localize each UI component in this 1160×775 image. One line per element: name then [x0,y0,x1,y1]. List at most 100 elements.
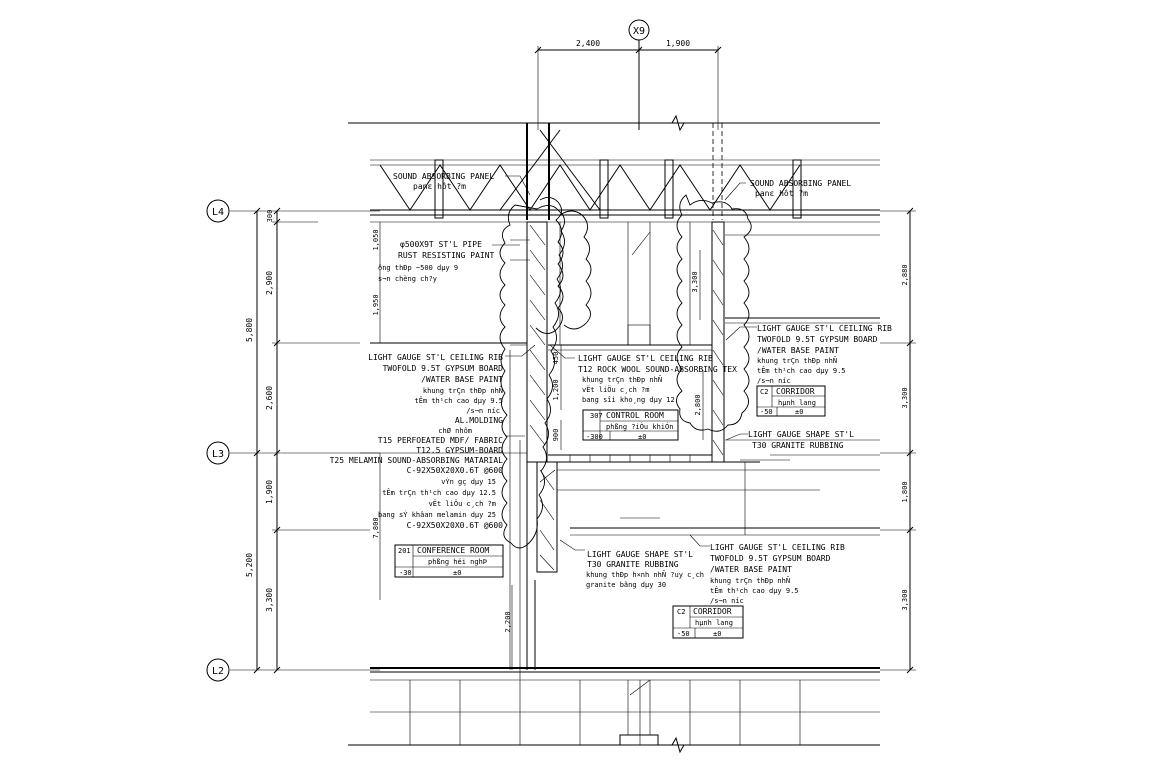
dim-5200: 5,200 [245,553,254,577]
note-line: tÊm th¹ch cao dµy 9.5 [710,586,799,595]
note-line: khung trÇn thÐp nhÑ [757,356,837,365]
note-line: T15 PERFOEATED MDF/ FABRIC [378,436,503,445]
grid-label-l4: L4 [212,207,224,218]
note-pipe: φ500X9T ST'L PIPE RUST RESISTING PAINT ô… [378,240,495,283]
note-line: AL.MOLDING [455,416,503,425]
floor-joists [569,455,691,462]
note-line: khung trÇn thÐp nhÑ [423,386,503,395]
note-line: tÊm trÇn th¹ch cao dµy 12.5 [382,488,496,497]
dim-3300-left: 3,300 [265,588,274,612]
note-line: LIGHT GAUGE SHAPE ST'L [587,550,693,559]
room-subtitle: hµnh lang [695,619,733,627]
room-elevation: ±0 [713,630,721,638]
room-elevation: ±0 [795,408,803,416]
note-sound-panel-right: SOUND ABSORBING PANEL panε hôt ?m [750,179,851,198]
room-elevation: ±0 [453,569,461,577]
grid-bubble-l2: L2 [206,658,230,682]
note-line: panε hôt ?m [413,181,466,191]
note-line: bang sîi kho¸ng dµy 12 [582,396,675,404]
note-line: T12.5 GYPSUM-BOARD [416,446,503,455]
note-line: SOUND ABSORBING PANEL [393,172,494,181]
note-line: LIGHT GAUGE ST'L CEILING RIB [368,353,503,362]
room-tag-control: 307 CONTROL ROOM phßng ?iÒu khiÓn -300 ±… [582,409,679,441]
note-line: ông thÐp ~500 dµy 9 [378,264,458,272]
revision-clouds [499,194,752,549]
dim-450: 450 [552,352,560,365]
note-line: panε hôt ?m [755,188,808,198]
room-level: -50 [760,408,773,416]
dim-1800: 1,800 [901,481,909,502]
note-line: /WATER BASE PAINT [710,565,792,574]
note-line: φ500X9T ST'L PIPE [400,240,482,249]
note-line: TWOFOLD 9.5T GYPSUM BOARD [757,335,878,344]
note-line: T30 GRANITE RUBBING [752,441,844,450]
room-elevation: ±0 [638,433,646,441]
room-number: C2 [677,608,685,616]
note-line: T25 MELAMIN SOUND-ABSORBING MATARIAL [330,456,504,465]
note-line: s¬n chèng ch?y [378,275,437,283]
dim-1200: 1,200 [552,379,560,400]
dim-3300-inner: 3,300 [691,271,699,292]
room-tag-corridor-lower: C2 CORRIDOR hµnh lang -50 ±0 [672,605,744,639]
note-line: T30 GRANITE RUBBING [587,560,679,569]
note-line: vËt liÖu c¸ch ?m [429,499,496,508]
room-tag-conference: 201 CONFERENCE ROOM phßng héi nghÞ -30 ±… [394,544,504,578]
dim-1900-left: 1,900 [265,480,274,504]
note-line: SOUND ABSORBING PANEL [750,179,851,188]
note-line: LIGHT GAUGE ST'L CEILING RIB [757,324,892,333]
dim-900: 900 [552,429,560,442]
note-line: bang sÝ khâan melamin dµy 25 [378,510,496,519]
room-number: 307 [590,412,603,420]
room-name: CORRIDOR [776,387,815,396]
room-level: -30 [399,569,412,577]
lower-floor [348,667,880,754]
truss-verticals [434,159,802,219]
dim-3300-right-lower: 3,300 [901,589,909,610]
room-level: -300 [586,433,603,441]
dim-2800-inner: 2,800 [694,394,702,415]
grid-bubble-l4: L4 [206,199,230,223]
note-line: vËt liÖu c¸ch ?m [582,385,649,394]
note-line: /WATER BASE PAINT [421,375,503,384]
room-name: CONTROL ROOM [606,411,664,420]
note-line: /s¬n n­íc [757,377,791,385]
left-dimension-chains: 5,800 5,200 300 2,900 2,600 1,900 3,300 … [230,207,513,674]
room-number: 201 [398,547,411,555]
note-line: chØ nhôm [438,427,472,435]
note-line: LIGHT GAUGE ST'L CEILING RIB [578,354,713,363]
wall-sections [360,221,880,680]
grid-label-l2: L2 [212,666,224,677]
note-line: khung trÇn thÐp nhÑ [710,576,790,585]
grid-label-l3: L3 [212,449,224,460]
note-ceiling-right-lower: LIGHT GAUGE ST'L CEILING RIB TWOFOLD 9.5… [710,543,845,605]
note-line: tÊm th¹ch cao dµy 9.5 [414,396,503,405]
dim-300: 300 [266,210,274,223]
grid-bubble-x9: X9 [628,19,650,130]
room-name: CORRIDOR [693,607,732,616]
room-tag-corridor-upper: C2 CORRIDOR hµnh lang -50 ±0 [756,385,826,417]
dim-2880: 2,880 [901,264,909,285]
inner-dims: 3,300 450 1,200 900 2,800 [552,250,704,450]
dim-7800: 7,800 [372,517,380,538]
dim-2600: 2,600 [265,386,274,410]
room-subtitle: hµnh lang [778,399,816,407]
note-line: /WATER BASE PAINT [757,346,839,355]
dim-1050: 1,050 [372,229,380,250]
dim-2900: 2,900 [265,271,274,295]
note-line: T12 ROCK WOOL SOUND-ABSORBING TEX [578,365,737,374]
note-line: /s¬n n­íc [466,407,500,415]
right-dimension-chain: 2,880 3,300 1,800 3,300 [880,207,916,674]
room-subtitle: phßng héi nghÞ [428,558,487,566]
note-line: LIGHT GAUGE ST'L CEILING RIB [710,543,845,552]
note-line: LIGHT GAUGE SHAPE ST'L [748,430,854,439]
leader-lines [492,175,790,551]
room-level: -50 [677,630,690,638]
note-line: TWOFOLD 9.5T GYPSUM BOARD [383,364,504,373]
note-line: khung trÇn thÐp nhÑ [582,375,662,384]
note-ceiling-left: LIGHT GAUGE ST'L CEILING RIB TWOFOLD 9.5… [330,353,504,530]
note-line: khung thÐp h×nh nhÑ ?uy c¸ch [586,570,704,579]
note-line: C-92X50X20X0.6T @600 [407,466,504,475]
note-line: granite bãng dµy 30 [586,581,666,589]
room-name: CONFERENCE ROOM [417,546,489,555]
